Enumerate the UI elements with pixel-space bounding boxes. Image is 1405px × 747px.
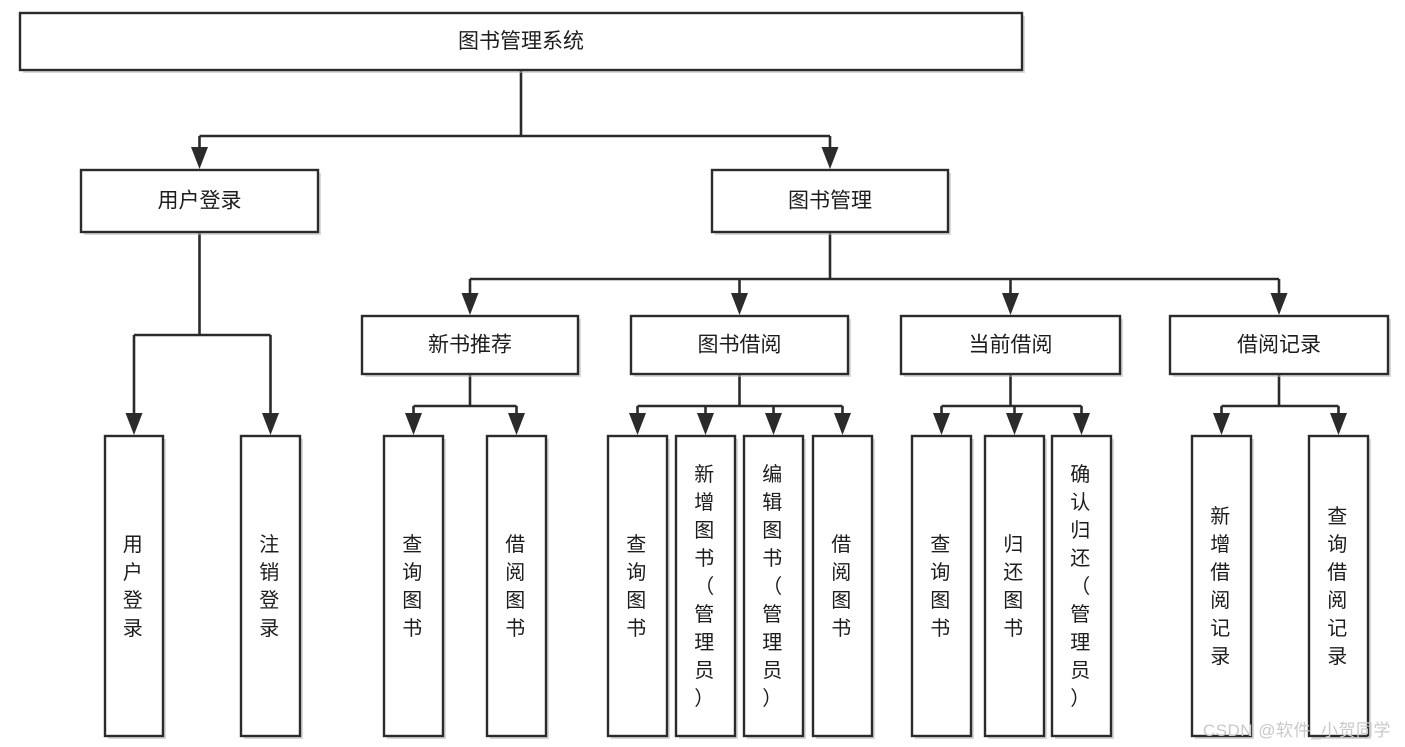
node-box[interactable] — [18, 11, 1024, 72]
node-label: 查询图书 — [626, 533, 649, 640]
node-label: 新增借阅记录 — [1210, 505, 1233, 668]
node-leaf-rc-add[interactable]: 新增借阅记录 — [1190, 434, 1254, 739]
connector-layer — [125, 70, 1347, 435]
arrow-head-icon — [1330, 413, 1347, 435]
connector-group-root — [191, 70, 839, 169]
node-leaf-nb-borrow[interactable]: 借阅图书 — [485, 434, 549, 739]
arrow-head-icon — [405, 413, 422, 435]
connector-group-borrow — [629, 374, 851, 435]
node-box[interactable] — [382, 434, 445, 738]
node-label: 新书推荐 — [428, 334, 512, 357]
node-leaf-cb-query[interactable]: 查询图书 — [910, 434, 974, 739]
node-label: 归还图书 — [1003, 533, 1026, 640]
arrow-head-icon — [125, 413, 143, 435]
node-box[interactable] — [710, 168, 950, 234]
arrow-head-icon — [834, 413, 851, 435]
node-box[interactable] — [1168, 314, 1390, 376]
node-newbook[interactable]: 新书推荐 — [360, 314, 581, 377]
arrow-head-icon — [1213, 413, 1230, 435]
node-box[interactable] — [485, 434, 548, 738]
arrow-head-icon — [461, 293, 479, 315]
node-label: 查询借阅记录 — [1327, 505, 1350, 668]
node-label: 编辑图书（管理员） — [762, 463, 785, 710]
node-label: 借阅图书 — [831, 533, 854, 640]
arrow-head-icon — [731, 293, 748, 315]
node-leaf-login[interactable]: 用户登录 — [103, 434, 166, 739]
node-label: 用户登录 — [158, 190, 242, 213]
arrow-head-icon — [1073, 413, 1090, 435]
node-box[interactable] — [1050, 434, 1113, 738]
connector-group-records — [1213, 374, 1347, 435]
node-label: 图书借阅 — [698, 334, 782, 357]
arrow-head-icon — [1270, 293, 1288, 315]
connector-group-login — [125, 232, 279, 435]
node-leaf-bw-edit[interactable]: 编辑图书（管理员） — [742, 434, 806, 739]
node-leaf-cb-return[interactable]: 归还图书 — [983, 434, 1047, 739]
node-box[interactable] — [983, 434, 1046, 738]
node-label: 确认归还（管理员） — [1070, 463, 1093, 710]
node-box[interactable] — [674, 434, 737, 738]
node-box[interactable] — [606, 434, 669, 738]
node-leaf-nb-query[interactable]: 查询图书 — [382, 434, 446, 739]
node-leaf-logout[interactable]: 注销登录 — [239, 434, 303, 739]
arrow-head-icon — [1006, 413, 1023, 435]
node-box[interactable] — [79, 168, 320, 234]
node-leaf-bw-borrow[interactable]: 借阅图书 — [811, 434, 875, 739]
arrow-head-icon — [765, 413, 782, 435]
node-layer: 图书管理系统用户登录图书管理新书推荐图书借阅当前借阅借阅记录用户登录注销登录查询… — [18, 11, 1391, 739]
node-box[interactable] — [811, 434, 874, 738]
node-login[interactable]: 用户登录 — [79, 168, 321, 235]
node-box[interactable] — [910, 434, 973, 738]
arrow-head-icon — [821, 147, 839, 169]
node-leaf-rc-query[interactable]: 查询借阅记录 — [1307, 434, 1371, 739]
arrow-head-icon — [933, 413, 950, 435]
node-label: 借阅记录 — [1237, 334, 1321, 357]
node-borrow[interactable]: 图书借阅 — [629, 314, 851, 377]
node-label: 用户登录 — [123, 534, 146, 640]
node-label: 当前借阅 — [969, 334, 1053, 357]
arrow-head-icon — [1002, 293, 1019, 315]
arrow-head-icon — [262, 413, 279, 435]
node-label: 借阅图书 — [505, 533, 528, 640]
node-leaf-bw-add[interactable]: 新增图书（管理员） — [674, 434, 738, 739]
node-leaf-bw-query[interactable]: 查询图书 — [606, 434, 670, 739]
connector-group-bookmgmt — [461, 232, 1288, 315]
node-box[interactable] — [629, 314, 850, 376]
node-label: 查询图书 — [402, 533, 425, 640]
node-label: 新增图书（管理员） — [694, 463, 717, 710]
node-box[interactable] — [1307, 434, 1370, 738]
node-box[interactable] — [899, 314, 1122, 376]
node-bookmgmt[interactable]: 图书管理 — [710, 168, 951, 235]
node-box[interactable] — [103, 434, 165, 738]
node-label: 图书管理系统 — [458, 30, 584, 53]
arrow-head-icon — [508, 413, 525, 435]
node-leaf-cb-confirm[interactable]: 确认归还（管理员） — [1050, 434, 1114, 739]
node-root[interactable]: 图书管理系统 — [18, 11, 1025, 73]
node-box[interactable] — [239, 434, 302, 738]
node-box[interactable] — [742, 434, 805, 738]
arrow-head-icon — [191, 147, 208, 169]
arrow-head-icon — [629, 413, 646, 435]
connector-group-current — [933, 374, 1090, 435]
connector-group-newbook — [405, 374, 525, 435]
node-label: 查询图书 — [930, 533, 953, 640]
node-box[interactable] — [1190, 434, 1253, 738]
arrow-head-icon — [697, 413, 714, 435]
node-label: 图书管理 — [788, 190, 872, 213]
node-box[interactable] — [360, 314, 580, 376]
node-label: 注销登录 — [259, 533, 282, 640]
node-records[interactable]: 借阅记录 — [1168, 314, 1391, 377]
node-current[interactable]: 当前借阅 — [899, 314, 1123, 377]
